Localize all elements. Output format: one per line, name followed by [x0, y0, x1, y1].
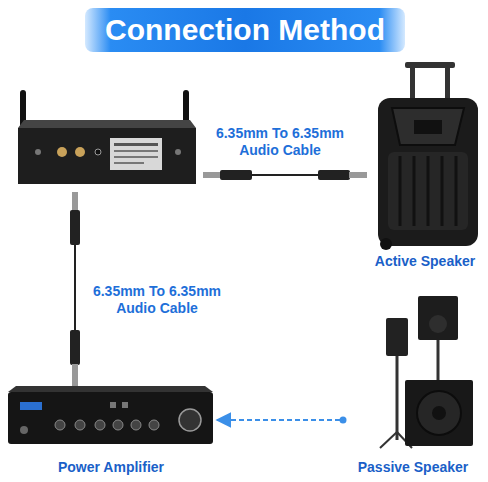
active-speaker-picture-part	[392, 108, 464, 145]
active-speaker-picture-part	[413, 156, 416, 226]
active-speaker-picture-part	[388, 152, 468, 230]
audio-cable-horizontal	[203, 170, 367, 180]
signal-arrow	[217, 419, 340, 421]
wireless-receiver-part	[95, 149, 101, 155]
audio-cable-horizontal-part	[318, 170, 350, 180]
passive-speaker-picture-part	[417, 391, 461, 435]
cable-label: 6.35mm To 6.35mm Audio Cable	[82, 283, 232, 317]
power-amplifier-picture-part	[75, 420, 85, 430]
audio-cable-vertical-part	[70, 330, 80, 365]
power-amplifier-picture-part	[122, 402, 128, 408]
active-speaker-picture-part	[441, 156, 444, 226]
power-amplifier-picture-part	[8, 392, 213, 444]
wireless-receiver-part	[114, 150, 158, 152]
audio-cable-horizontal-part	[220, 170, 252, 180]
passive-speaker-picture	[380, 296, 473, 448]
audio-cable-horizontal-part	[252, 174, 318, 176]
audio-cable-vertical-part	[72, 192, 78, 212]
active-speaker-picture-part	[410, 62, 415, 102]
power-amplifier-picture	[8, 386, 213, 444]
passive-speaker-picture-part	[437, 340, 440, 380]
passive-speaker-picture-part	[386, 318, 408, 356]
power-amplifier-picture-part	[55, 420, 65, 430]
title-banner-part	[85, 8, 405, 52]
passive-speaker-picture-part	[432, 406, 446, 420]
wireless-receiver-part	[57, 147, 67, 157]
power-amplifier-picture-part	[95, 420, 105, 430]
device-node: Passive Speaker	[340, 288, 486, 479]
passive-speaker-picture-part	[380, 432, 397, 448]
cable-label: 6.35mm To 6.35mm Audio Cable	[205, 125, 355, 159]
title-banner	[85, 8, 405, 52]
title: Connection Method	[85, 8, 405, 52]
wireless-receiver-part	[18, 128, 196, 184]
device-node: Power Amplifier	[5, 380, 217, 479]
audio-cable-vertical-part	[70, 210, 80, 245]
arrow-start-dot	[340, 417, 347, 424]
wireless-receiver-part	[35, 149, 41, 155]
active-speaker-picture	[378, 62, 478, 250]
power-amplifier-picture-part	[8, 386, 213, 392]
power-amplifier-picture-part	[131, 420, 141, 430]
power-amplifier-picture-part	[110, 402, 116, 408]
active-speaker-picture-part	[378, 98, 478, 246]
device-label: Passive Speaker	[358, 459, 469, 476]
active-speaker-picture-part	[427, 156, 430, 226]
active-speaker-picture-part	[445, 62, 450, 102]
power-amplifier-picture-part	[20, 402, 42, 410]
power-amplifier-picture-part	[149, 420, 159, 430]
wireless-receiver-part	[114, 143, 158, 146]
wireless-receiver-part	[175, 149, 181, 155]
wireless-receiver-part	[110, 138, 162, 170]
wireless-receiver-part	[114, 156, 158, 158]
power-amplifier-picture-part	[113, 420, 123, 430]
active-speaker-picture-part	[399, 156, 402, 226]
audio-cable-horizontal-part	[203, 172, 221, 178]
passive-speaker-picture-part	[396, 356, 399, 440]
passive-speaker-picture-part	[418, 296, 458, 340]
device-label: Power Amplifier	[58, 459, 164, 476]
device-node: Active Speaker	[365, 58, 485, 273]
audio-cable-vertical-part	[74, 245, 76, 330]
passive-speaker-picture-part	[405, 380, 473, 446]
audio-cable-horizontal-part	[349, 172, 367, 178]
wireless-receiver-part	[75, 147, 85, 157]
active-speaker-picture-part	[455, 156, 458, 226]
power-amplifier-picture-part	[20, 426, 28, 434]
audio-cable-vertical-part	[72, 364, 78, 386]
audio-cable-vertical	[70, 192, 80, 386]
passive-speaker-picture-part	[429, 315, 447, 333]
wireless-receiver-part	[18, 120, 196, 128]
power-amplifier-picture-part	[179, 409, 201, 431]
active-speaker-picture-part	[414, 120, 442, 134]
wireless-receiver-part	[114, 162, 144, 164]
active-speaker-picture-part	[380, 238, 392, 250]
device-label: Active Speaker	[375, 253, 475, 270]
wireless-receiver	[18, 90, 196, 184]
